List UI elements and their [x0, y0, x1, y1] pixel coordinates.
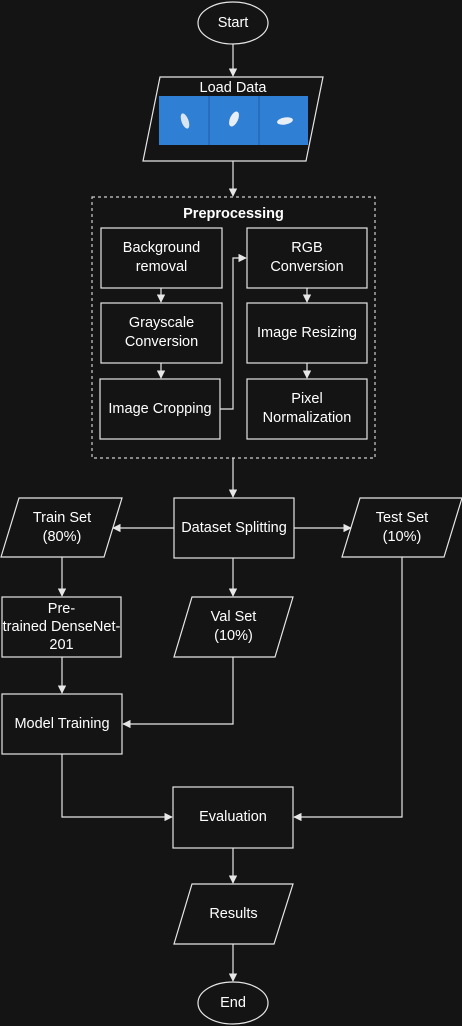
pixel-normalization-node [246, 378, 368, 440]
load-data-node [142, 76, 324, 162]
grayscale-label: Grayscale Conversion [124, 315, 199, 350]
end-label: End [220, 994, 246, 1011]
test-set-node [341, 497, 462, 558]
start-label: Start [217, 14, 249, 31]
rgb-conversion-label: RGB Conversion [270, 240, 344, 275]
image-cropping-label: Image Cropping [108, 400, 212, 417]
edge-test-evaluation [293, 557, 403, 822]
test-set-label: Test Set (10%) [375, 509, 429, 545]
edge-val-training [122, 657, 234, 729]
edge-training-evaluation [61, 754, 173, 822]
train-set-label: Train Set (80%) [32, 509, 92, 545]
pixel-normalization-label: Pixel Normalization [262, 391, 352, 426]
background-removal-label: Background removal [122, 240, 201, 275]
results-label: Results [209, 905, 258, 922]
val-set-label: Val Set (10%) [210, 609, 257, 644]
edge-cropping-rgb [220, 253, 247, 410]
preprocessing-title: Preprocessing [183, 205, 284, 222]
val-set-node [173, 596, 294, 658]
train-set-node [0, 497, 123, 558]
dataset-splitting-label: Dataset Splitting [181, 519, 287, 536]
sample-images [159, 96, 308, 145]
results-node [173, 883, 294, 945]
model-training-label: Model Training [14, 715, 110, 732]
load-data-label: Load Data [199, 79, 267, 96]
evaluation-label: Evaluation [199, 809, 267, 825]
end-node [197, 981, 269, 1025]
image-resizing-label: Image Resizing [257, 324, 357, 341]
densenet-label: Pre- trained DenseNet- 201 [2, 601, 121, 653]
